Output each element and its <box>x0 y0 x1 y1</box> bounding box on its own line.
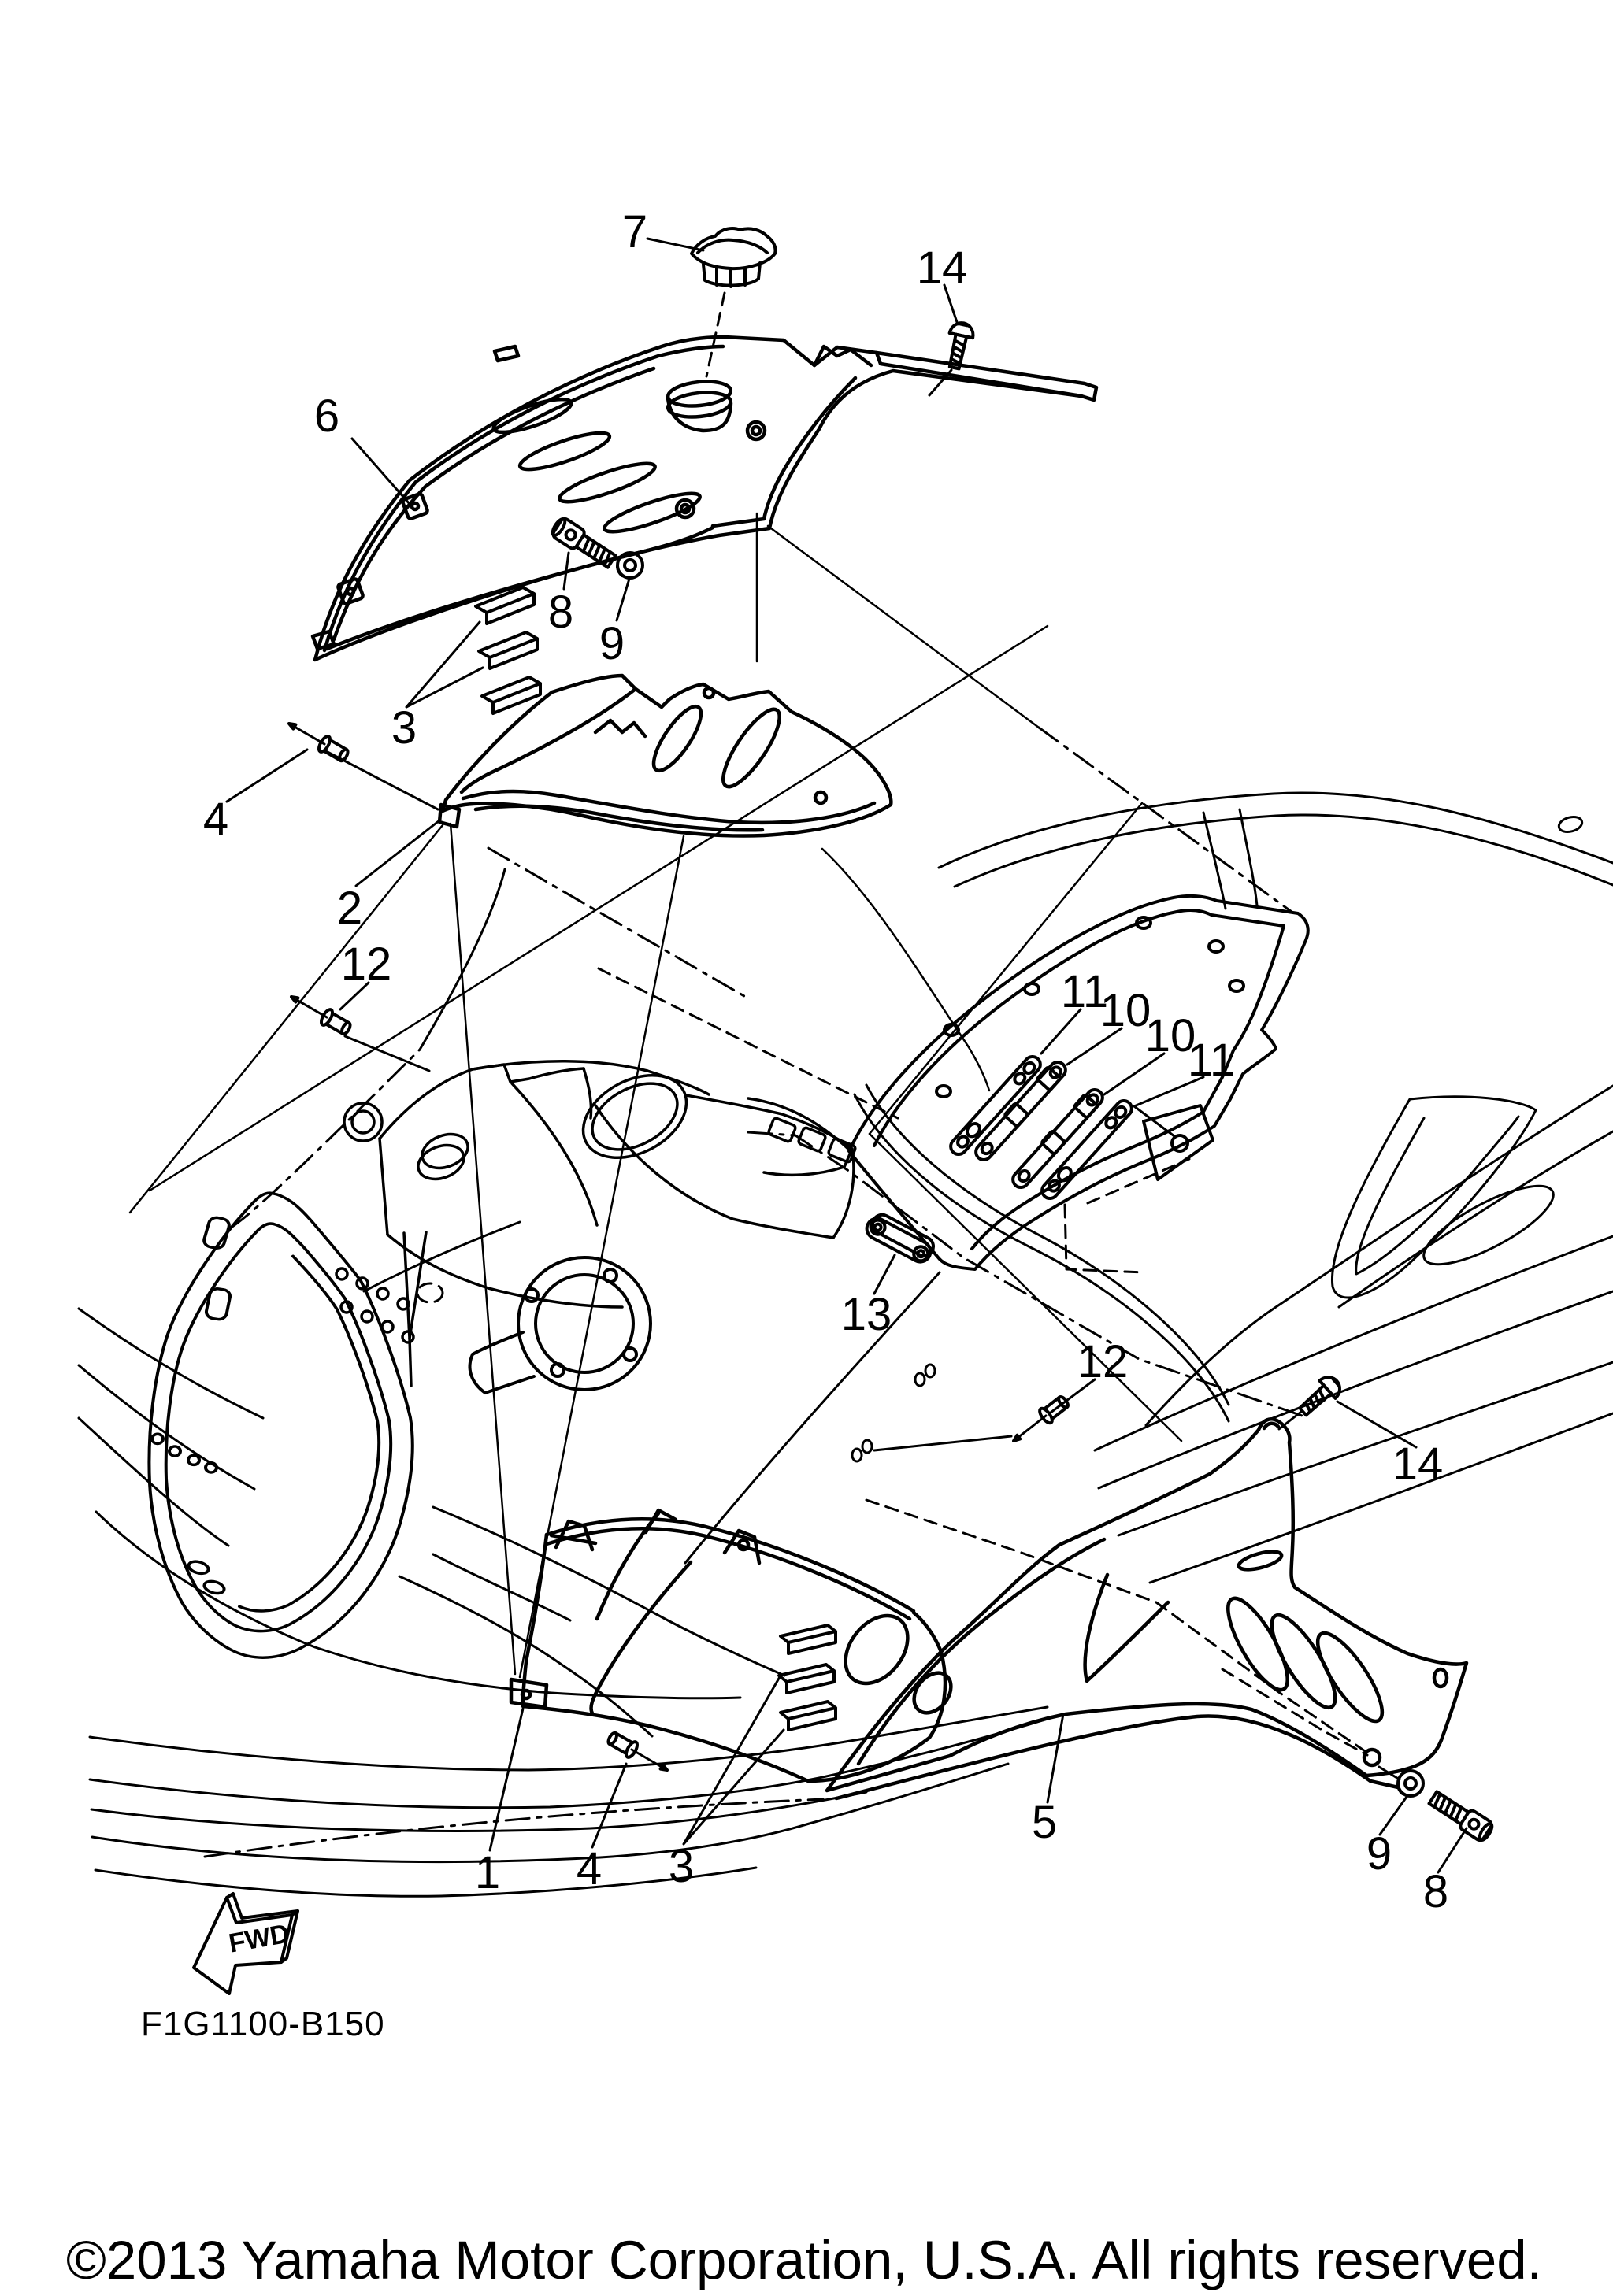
svg-text:9: 9 <box>1366 1828 1392 1879</box>
svg-text:3: 3 <box>391 702 417 754</box>
svg-text:12: 12 <box>341 939 392 990</box>
svg-text:14: 14 <box>917 243 968 294</box>
svg-text:10: 10 <box>1100 985 1151 1036</box>
svg-text:11: 11 <box>1188 1035 1235 1086</box>
svg-text:8: 8 <box>1423 1866 1448 1917</box>
svg-text:10: 10 <box>1145 1010 1196 1061</box>
svg-text:9: 9 <box>599 618 625 669</box>
svg-text:©2013 Yamaha Motor Corporation: ©2013 Yamaha Motor Corporation, U.S.A. A… <box>66 2230 1542 2290</box>
svg-text:13: 13 <box>841 1289 892 1340</box>
svg-text:6: 6 <box>314 391 339 442</box>
svg-text:5: 5 <box>1032 1797 1057 1848</box>
svg-text:1: 1 <box>475 1847 500 1898</box>
svg-text:8: 8 <box>548 587 573 638</box>
svg-text:2: 2 <box>337 883 362 934</box>
svg-text:4: 4 <box>577 1843 602 1894</box>
svg-text:4: 4 <box>203 794 228 845</box>
svg-text:14: 14 <box>1392 1439 1444 1490</box>
svg-text:7: 7 <box>622 206 647 257</box>
svg-text:3: 3 <box>669 1841 694 1892</box>
svg-text:11: 11 <box>1061 966 1108 1017</box>
svg-text:F1G1100-B150: F1G1100-B150 <box>141 2005 385 2043</box>
svg-text:12: 12 <box>1077 1336 1129 1387</box>
